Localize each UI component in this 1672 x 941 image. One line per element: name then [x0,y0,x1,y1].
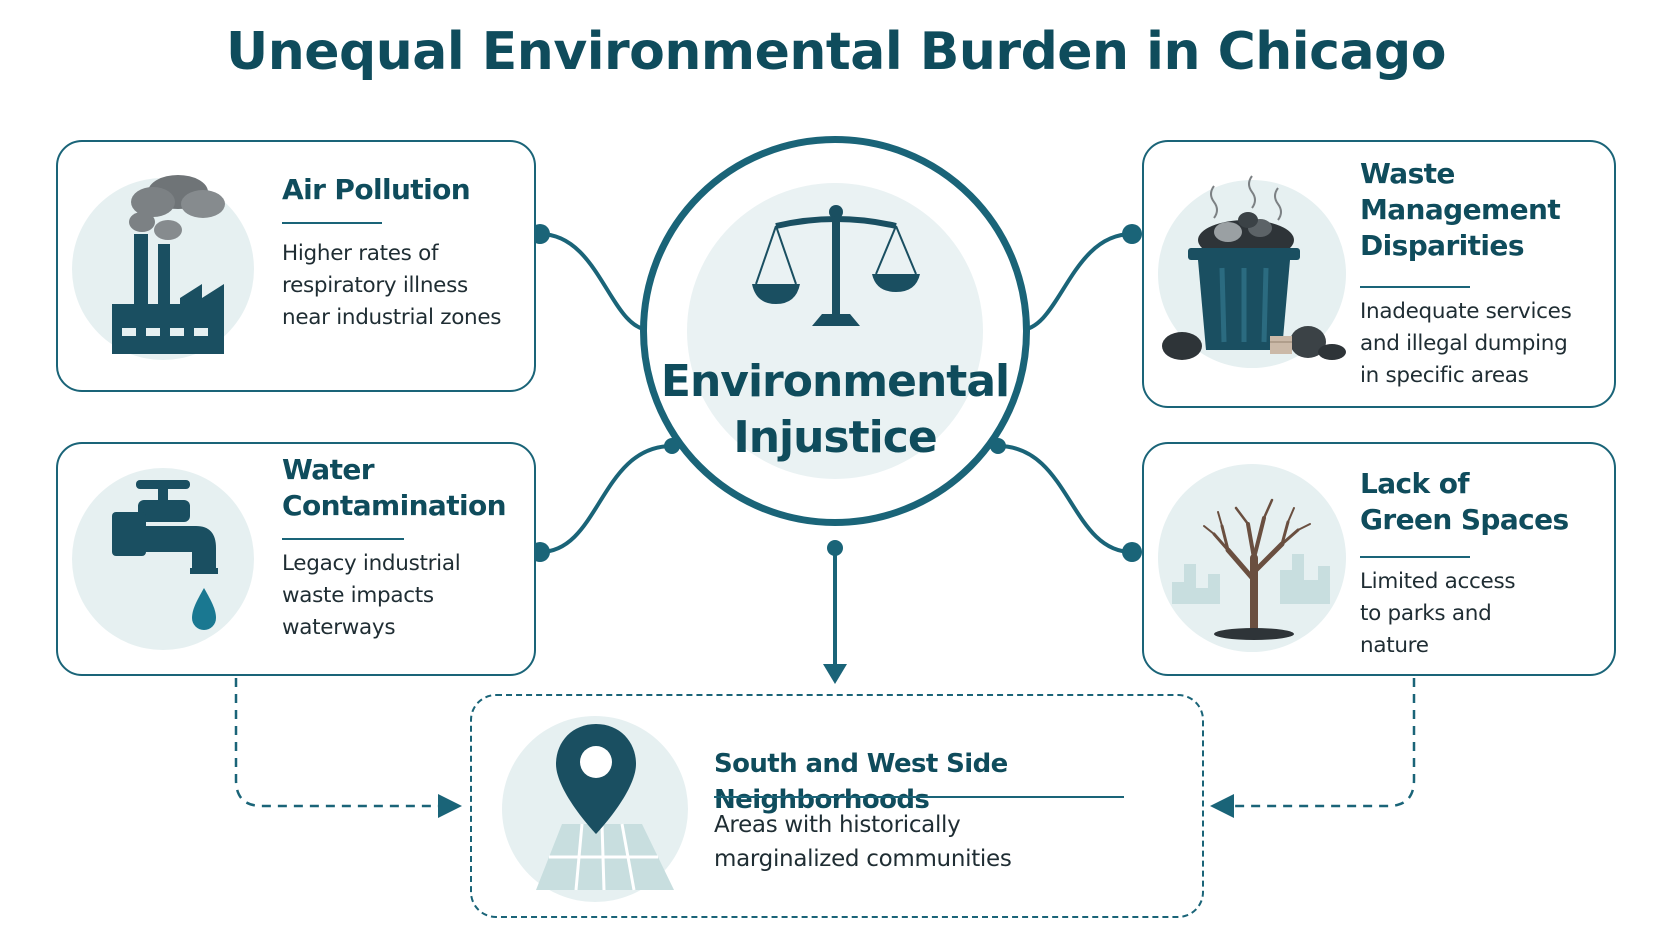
water-desc-line: waste impacts [282,583,434,608]
air-title-rule [282,222,382,224]
scales-of-justice-icon [752,205,920,326]
air-desc-line: near industrial zones [282,305,502,330]
factory-icon [112,175,225,354]
waste-desc-line: Inadequate services [1360,299,1572,324]
connector-water [539,444,673,554]
green-title-line: Green Spaces [1360,503,1569,536]
neighborhoods-desc-line: marginalized communities [714,846,1012,872]
connector-green [997,444,1133,554]
neighborhoods-title: South and West Side Neighborhoods [714,749,1008,815]
connector-waste [1019,232,1133,332]
center-label-line: Environmental [660,356,1010,407]
waste-title-line: Disparities [1360,229,1524,262]
waste-desc-line: and illegal dumping [1360,331,1568,356]
waste-title-line: Waste [1360,157,1455,190]
connector-air [539,232,651,332]
water-title: Water Contamination [282,452,507,524]
bare-tree-icon [1172,498,1330,640]
water-title-line: Contamination [282,489,507,522]
waste-title-rule [1360,286,1470,288]
water-title-rule [282,538,404,540]
map-pin-icon [536,724,674,891]
green-desc-line: Limited access [1360,569,1516,594]
water-desc-line: Legacy industrial [282,551,461,576]
neighborhoods-desc: Areas with historically marginalized com… [714,808,1012,876]
green-title-line: Lack of [1360,467,1470,500]
waste-desc-line: in specific areas [1360,363,1529,388]
air-desc: Higher rates of respiratory illness near… [282,238,502,334]
neighborhoods-title-rule [714,796,1124,798]
air-desc-line: respiratory illness [282,273,468,298]
connector-dashed-left [234,678,440,808]
waste-title: Waste Management Disparities [1360,156,1561,264]
center-label-line: Injustice [733,412,937,463]
trash-bin-icon [1162,175,1346,360]
green-title: Lack of Green Spaces [1360,466,1569,538]
waste-desc: Inadequate services and illegal dumping … [1360,296,1572,392]
water-title-line: Water [282,453,375,486]
waste-title-line: Management [1360,193,1561,226]
green-title-rule [1360,556,1470,558]
green-desc: Limited access to parks and nature [1360,566,1516,662]
water-desc: Legacy industrial waste impacts waterway… [282,548,461,644]
card-green-spaces: Lack of Green Spaces Limited access to p… [1142,442,1616,676]
card-water-contamination: Water Contamination Legacy industrial wa… [56,442,536,676]
connector-dot-green [1122,542,1142,562]
green-desc-line: to parks and [1360,601,1492,626]
neighborhoods-desc-line: Areas with historically [714,812,961,838]
card-neighborhoods: South and West Side Neighborhoods Areas … [470,694,1204,918]
card-waste-management: Waste Management Disparities Inadequate … [1142,140,1616,408]
air-desc-line: Higher rates of [282,241,439,266]
page-title: Unequal Environmental Burden in Chicago [226,22,1447,82]
connector-dashed-right [1232,678,1416,808]
green-desc-line: nature [1360,633,1429,658]
connector-dot-waste [1122,224,1142,244]
card-air-pollution: Air Pollution Higher rates of respirator… [56,140,536,392]
water-desc-line: waterways [282,615,396,640]
water-faucet-icon [112,480,218,630]
air-title: Air Pollution [282,173,471,206]
center-label: Environmental Injustice [640,354,1030,466]
